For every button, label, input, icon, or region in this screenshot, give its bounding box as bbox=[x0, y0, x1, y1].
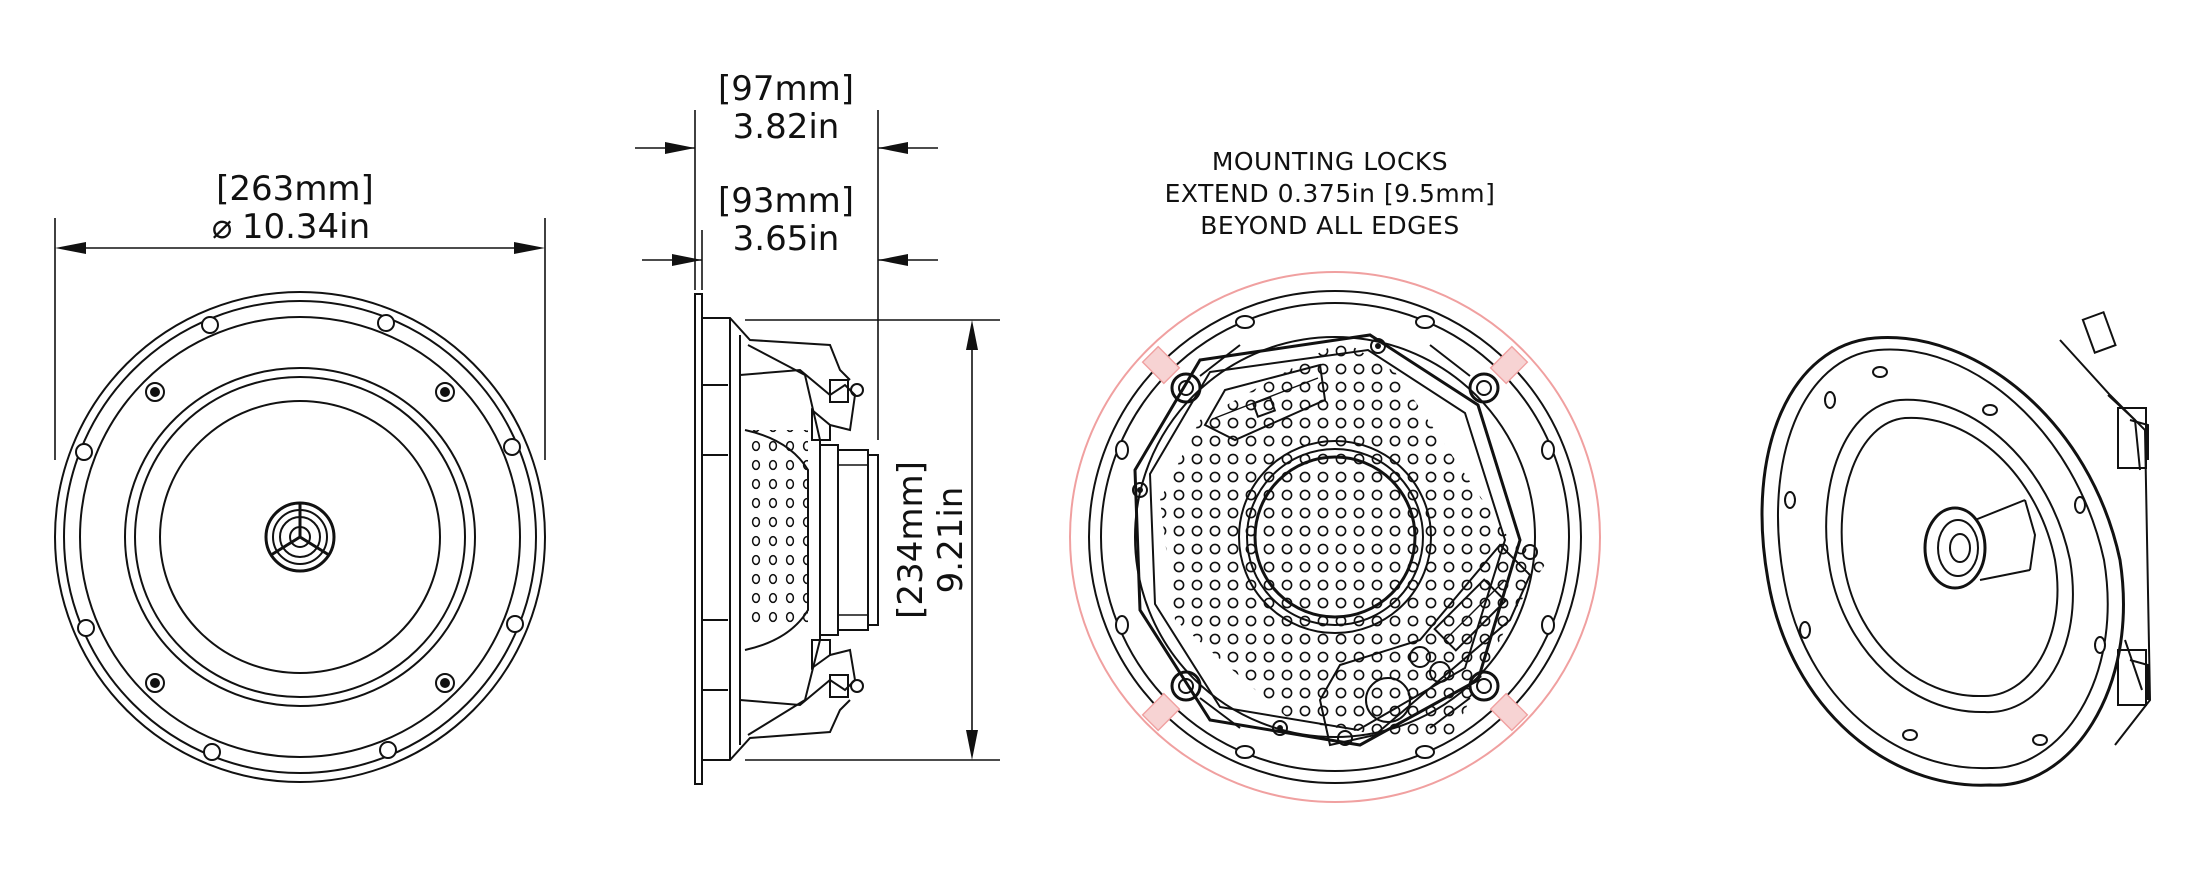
iso-mounting-holes bbox=[1784, 366, 2106, 746]
front-tweeter bbox=[264, 501, 336, 573]
side-view bbox=[694, 293, 879, 785]
front-screws bbox=[145, 382, 455, 693]
rear-mounting-holes bbox=[1115, 315, 1555, 759]
front-mounting-holes bbox=[75, 314, 524, 761]
diameter-mm-label: [263mm] bbox=[216, 169, 374, 209]
rear-label-plate-top bbox=[1203, 363, 1327, 442]
rear-view bbox=[1069, 271, 1601, 803]
rear-screws bbox=[1132, 338, 1386, 736]
cutout-mm-label: [234mm] bbox=[891, 461, 931, 619]
depth-overall-in-label: 3.82in bbox=[733, 107, 840, 147]
side-mounting-lock-top bbox=[739, 368, 864, 441]
side-magnet bbox=[819, 444, 879, 636]
depth-mounting-dimension: [93mm] 3.65in bbox=[642, 181, 938, 290]
rear-terminal-block bbox=[1318, 543, 1538, 747]
cutout-in-label: 9.21in bbox=[931, 487, 971, 594]
depth-overall-dimension: [97mm] 3.82in bbox=[635, 69, 938, 440]
side-grille-perforation bbox=[748, 430, 808, 630]
diameter-in-label: 10.34in bbox=[242, 207, 370, 247]
diameter-dimension: [263mm] ⌀ 10.34in bbox=[54, 169, 546, 460]
depth-mounting-mm-label: [93mm] bbox=[718, 181, 854, 221]
side-mounting-lock-bottom bbox=[739, 639, 864, 707]
note-line-2: EXTEND 0.375in [9.5mm] bbox=[1165, 179, 1496, 208]
depth-overall-mm-label: [97mm] bbox=[718, 69, 854, 109]
depth-mounting-in-label: 3.65in bbox=[733, 219, 840, 259]
cutout-dimension: [234mm] 9.21in bbox=[745, 319, 1000, 761]
note-line-1: MOUNTING LOCKS bbox=[1212, 147, 1448, 176]
note-line-3: BEYOND ALL EDGES bbox=[1200, 211, 1459, 240]
iso-tweeter bbox=[1923, 499, 2037, 590]
rear-mounting-locks bbox=[1141, 344, 1529, 732]
isometric-view bbox=[1760, 310, 2152, 787]
mounting-lock-note: MOUNTING LOCKS EXTEND 0.375in [9.5mm] BE… bbox=[1165, 147, 1496, 240]
diameter-symbol: ⌀ bbox=[212, 207, 232, 247]
front-view bbox=[54, 291, 546, 783]
iso-basket bbox=[2059, 310, 2152, 746]
